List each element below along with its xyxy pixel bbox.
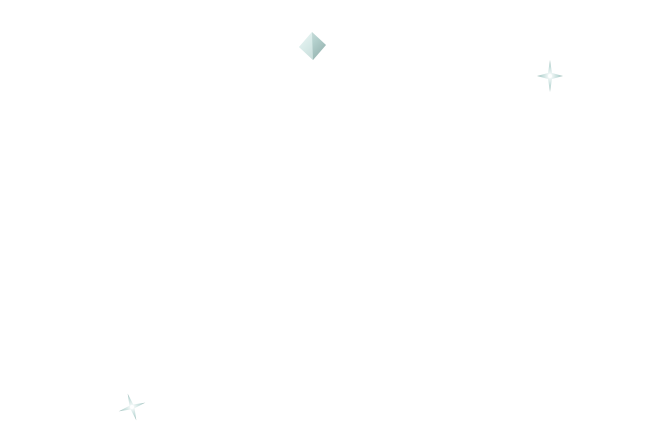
four-point-star-sparkle-icon [118, 393, 146, 421]
diamond-sparkle-icon [299, 32, 326, 60]
four-point-star-sparkle-icon [537, 60, 563, 92]
